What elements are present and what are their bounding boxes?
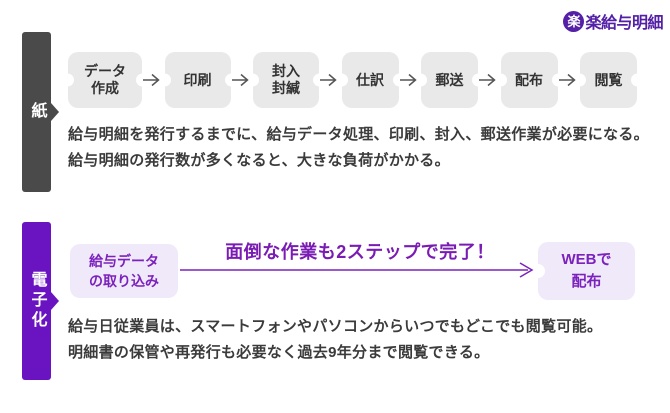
digital-section-description: 給与日従業員は、スマートフォンやパソコンからいつでもどこでも閲覧可能。 明細書の… — [68, 314, 602, 366]
paper-section-label: 紙 — [28, 102, 46, 122]
arrow-right-icon — [320, 72, 340, 88]
digital-description-line-1: 給与日従業員は、スマートフォンやパソコンからいつでもどこでも閲覧可能。 — [68, 318, 603, 335]
arrow-right-icon — [479, 72, 499, 88]
paper-step-sorting: 仕訳 — [341, 52, 399, 108]
arrow-right-icon — [231, 72, 252, 88]
digital-step-import-payroll-data: 給与データ の取り込み — [70, 244, 178, 298]
two-step-headline: 面倒な作業も2ステップで完了！ — [225, 242, 495, 262]
paper-step-mailing: 郵送 — [421, 52, 478, 108]
paper-step-distribution: 配布 — [500, 52, 558, 108]
paper-description-line-2: 給与明細の発行数が多くなると、大きな負荷がかかる。 — [68, 152, 450, 169]
digital-section-label: 電子化 — [28, 271, 46, 331]
digital-description-line-2: 明細書の保管や再発行も必要なく過去9年分まで閲覧できる。 — [68, 344, 490, 361]
logo-circle-icon: 楽 — [563, 10, 585, 32]
paper-section-label-bar: 紙 — [22, 32, 51, 192]
brand-logo: 楽 楽給与明細 — [563, 9, 663, 33]
paper-step-print: 印刷 — [164, 52, 231, 108]
digital-step-web-distribution: WEBで 配布 — [538, 242, 635, 300]
paper-section-description: 給与明細を発行するまでに、給与データ処理、印刷、封入、郵送作業が必要になる。 給… — [68, 122, 649, 174]
arrow-right-icon — [558, 72, 579, 88]
long-arrow-right-icon — [178, 260, 540, 285]
digital-section-label-bar: 電子化 — [22, 222, 51, 380]
paper-description-line-1: 給与明細を発行するまでに、給与データ処理、印刷、封入、郵送作業が必要になる。 — [68, 126, 649, 143]
paper-step-data-creation: データ 作成 — [68, 52, 142, 108]
logo-text: 楽給与明細 — [585, 15, 663, 32]
paper-step-viewing: 閲覧 — [580, 52, 637, 108]
paper-process-flow: データ 作成 印刷 封入 封緘 仕訳 郵送 配布 閲覧 — [68, 52, 637, 108]
paper-step-enclose-seal: 封入 封緘 — [253, 52, 319, 108]
arrow-right-icon — [399, 72, 420, 88]
arrow-right-icon — [143, 72, 163, 88]
